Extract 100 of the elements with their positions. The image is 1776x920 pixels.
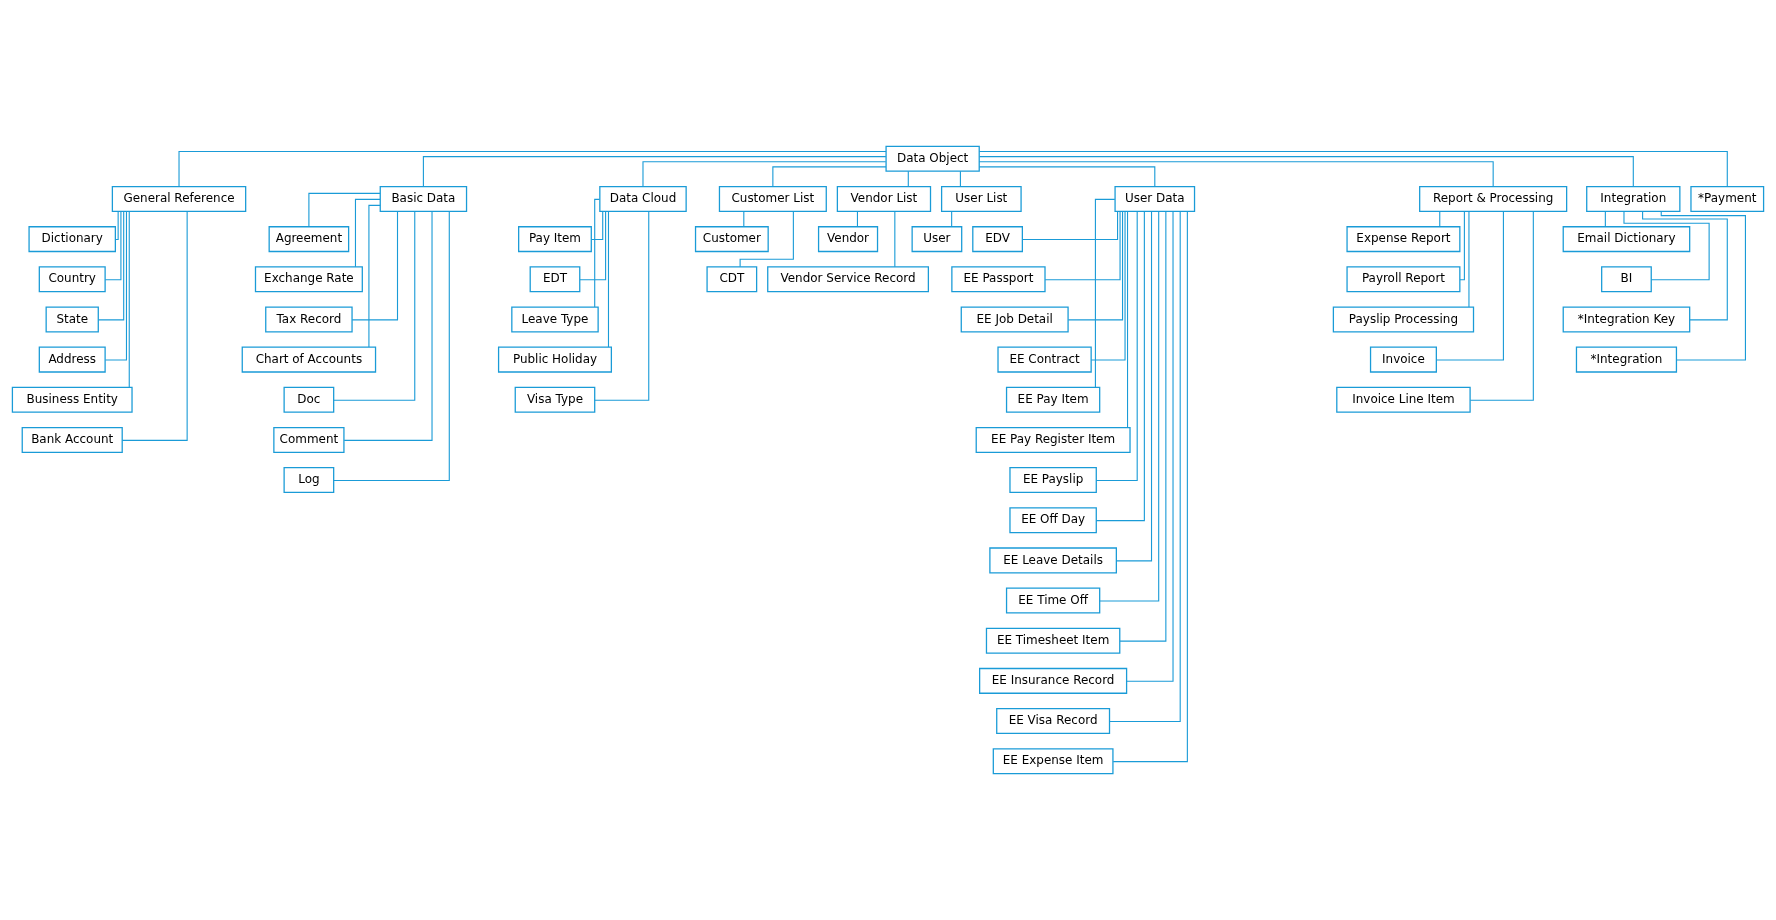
- connector: [951, 210, 953, 228]
- connector: [772, 166, 887, 187]
- node-box: Bank Account: [21, 426, 123, 453]
- node-box: EE Expense Item: [992, 748, 1114, 775]
- connector: [1095, 211, 1145, 522]
- node-box: Customer List: [718, 185, 827, 212]
- connector: [178, 151, 887, 188]
- node-box: EDT: [529, 266, 581, 293]
- node-box: Address: [38, 346, 106, 373]
- node-box: Chart of Accounts: [241, 346, 377, 373]
- node-box: EE Payslip: [1009, 467, 1097, 494]
- node-box: EE Insurance Record: [979, 667, 1128, 694]
- connector: [579, 211, 607, 281]
- node-box: General Reference: [111, 185, 247, 212]
- node-box: Customer: [694, 226, 769, 253]
- node-box: Invoice: [1369, 346, 1437, 373]
- connector: [333, 211, 416, 401]
- node-box: EE Visa Record: [996, 708, 1111, 735]
- connector: [1660, 210, 1746, 361]
- connector: [351, 210, 399, 321]
- connector: [1099, 210, 1160, 602]
- connector: [114, 210, 119, 241]
- node-box: Vendor List: [836, 185, 932, 212]
- connector: [104, 211, 128, 361]
- connector: [128, 210, 130, 388]
- node-box: Leave Type: [511, 306, 599, 333]
- node-box: EE Off Day: [1009, 507, 1097, 534]
- connector: [1044, 211, 1121, 281]
- node-box: Data Cloud: [599, 185, 687, 212]
- node-box: Business Entity: [11, 386, 133, 413]
- node-box: Agreement: [268, 226, 350, 253]
- node-box: EE Contract: [997, 346, 1092, 373]
- node-box: Vendor: [817, 226, 879, 253]
- node-box: Payroll Report: [1346, 266, 1461, 293]
- node-box: *Payment: [1690, 185, 1765, 212]
- connector: [1090, 211, 1126, 361]
- connector: [743, 210, 745, 228]
- connector: [1116, 210, 1153, 562]
- connector: [1112, 210, 1188, 763]
- connector: [1642, 211, 1728, 321]
- connector: [1469, 211, 1534, 401]
- node-box: User Data: [1114, 185, 1196, 212]
- node-box: EE Time Off: [1005, 587, 1101, 614]
- node-box: EE Leave Details: [989, 547, 1117, 574]
- node-box: Vendor Service Record: [767, 266, 929, 293]
- connector: [1095, 210, 1138, 482]
- node-box: EDV: [972, 226, 1023, 253]
- node-box: Invoice Line Item: [1336, 386, 1471, 413]
- node-box: EE Job Detail: [960, 306, 1069, 333]
- connector: [98, 210, 125, 321]
- connector: [607, 211, 610, 348]
- node-box: Pay Item: [518, 226, 592, 253]
- connector: [1459, 211, 1465, 281]
- node-box: Public Holiday: [497, 346, 612, 373]
- node-box: Comment: [273, 426, 345, 453]
- connector: [368, 204, 381, 348]
- connector: [1623, 210, 1710, 281]
- node-box: Country: [38, 266, 106, 293]
- connector: [856, 210, 858, 228]
- node-box: Integration: [1586, 185, 1681, 212]
- connector: [104, 211, 122, 281]
- node-box: User: [911, 226, 963, 253]
- node-box: Payslip Processing: [1332, 306, 1475, 333]
- node-box: Dictionary: [28, 226, 116, 253]
- node-box: EE Pay Item: [1005, 386, 1101, 413]
- node-box: *Integration Key: [1562, 306, 1691, 333]
- connector: [594, 198, 601, 308]
- node-box: Exchange Rate: [254, 266, 363, 293]
- node-box: Expense Report: [1346, 226, 1461, 253]
- connector: [333, 210, 450, 482]
- connector: [1604, 210, 1606, 228]
- node-box: Data Object: [885, 145, 980, 172]
- connector: [1126, 210, 1174, 682]
- node-box: Log: [283, 467, 335, 494]
- connector: [590, 210, 604, 241]
- connector: [978, 161, 1494, 187]
- connector: [978, 151, 1728, 188]
- connector: [1119, 210, 1167, 642]
- node-box: *Integration: [1575, 346, 1678, 373]
- node-box: Visa Type: [514, 386, 596, 413]
- node-box: CDT: [706, 266, 758, 293]
- node-box: State: [45, 306, 99, 333]
- connector: [354, 198, 381, 268]
- node-box: Report & Processing: [1419, 185, 1568, 212]
- node-box: EE Passport: [951, 266, 1046, 293]
- connector: [1109, 210, 1181, 722]
- connector: [642, 161, 887, 187]
- node-box: Basic Data: [379, 185, 468, 212]
- connector: [594, 211, 650, 401]
- node-box: User List: [941, 185, 1022, 212]
- connector: [343, 211, 433, 441]
- connector: [1439, 210, 1441, 228]
- node-box: BI: [1601, 266, 1652, 293]
- connector: [1094, 198, 1116, 388]
- connector: [1468, 210, 1470, 308]
- connector: [1067, 210, 1124, 321]
- connector: [1021, 210, 1119, 241]
- node-box: Tax Record: [265, 306, 353, 333]
- connector: [422, 156, 887, 188]
- node-box: Email Dictionary: [1562, 226, 1691, 253]
